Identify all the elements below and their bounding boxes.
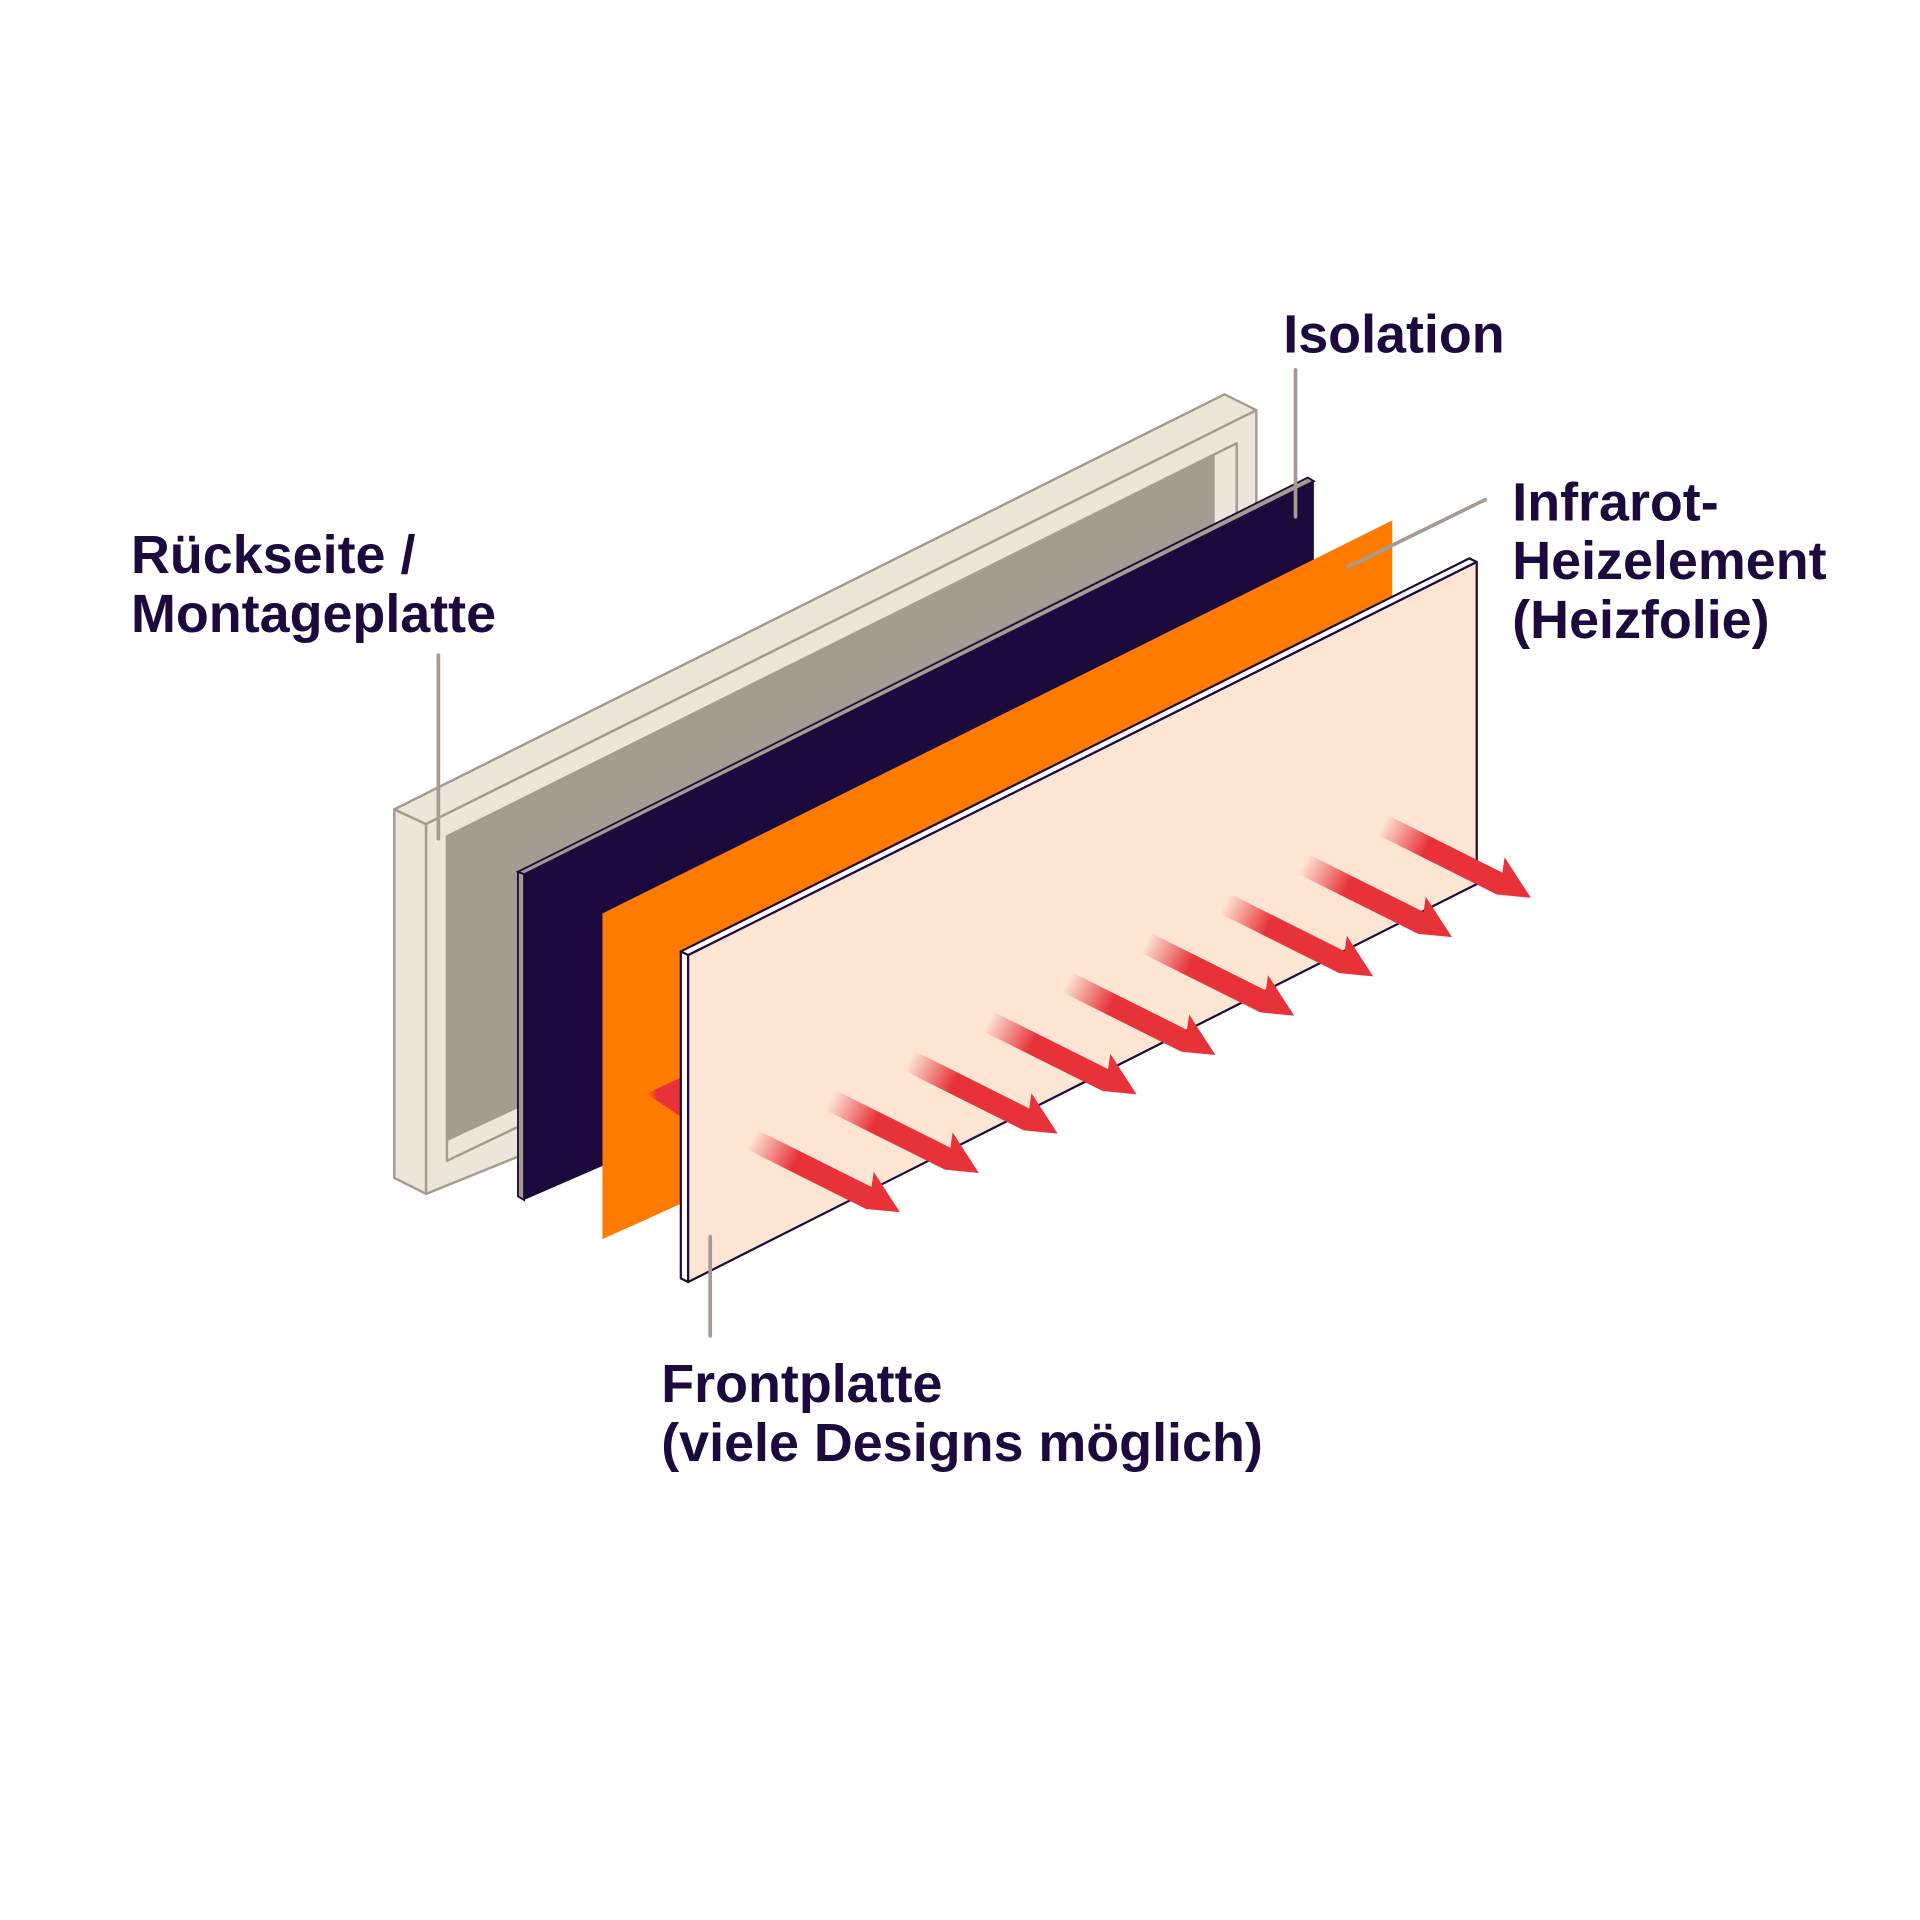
heat-arrow [983, 1011, 1137, 1095]
label-heater-line1: Infrarot- [1512, 472, 1718, 532]
label-back-line1: Rückseite / [131, 525, 415, 585]
heat-arrow [1377, 815, 1531, 898]
label-front-line2: (viele Designs möglich) [661, 1413, 1263, 1473]
heat-arrow [1219, 893, 1374, 977]
label-heater-line2: Heizelement [1512, 531, 1826, 591]
leader-line-heater [1346, 497, 1488, 569]
heat-arrow [904, 1050, 1058, 1134]
label-isolation: Isolation [1283, 305, 1504, 365]
heat-arrow [746, 1129, 900, 1213]
label-heater-line3: (Heizfolie) [1512, 590, 1769, 650]
heat-arrow [1062, 972, 1216, 1056]
heat-arrow [825, 1090, 979, 1173]
heat-radiation-arrows [746, 815, 1531, 1213]
heat-arrow [1298, 854, 1453, 938]
front-plate [679, 557, 1478, 1284]
back-plate-side [393, 808, 428, 1196]
label-back-line2: Montageplatte [131, 584, 496, 644]
heat-arrow-behind [646, 1077, 681, 1117]
label-front-line1: Frontplatte [661, 1354, 942, 1414]
heat-arrow [1140, 933, 1295, 1016]
